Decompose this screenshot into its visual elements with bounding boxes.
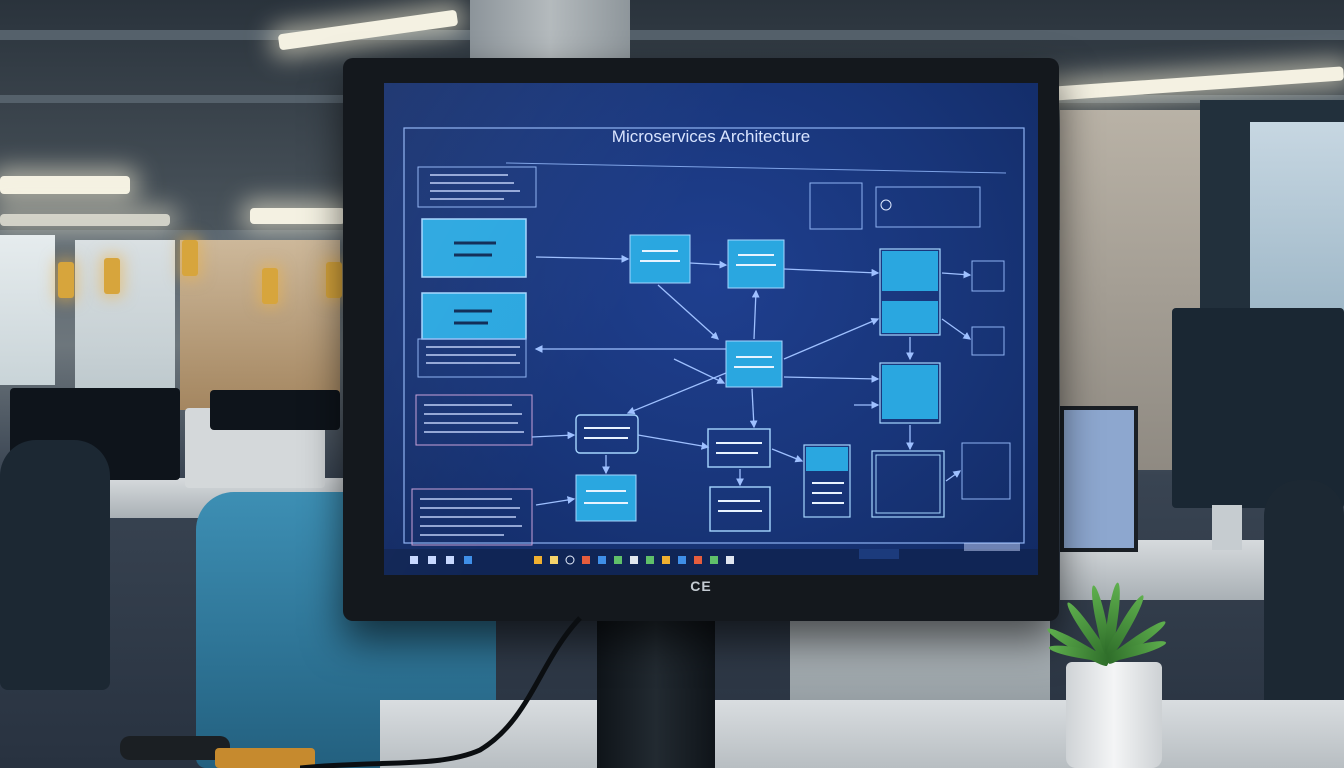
monitor-screen: Microservices Architecture xyxy=(384,83,1038,575)
ceiling-light xyxy=(0,176,130,194)
foreground-desk xyxy=(380,700,1344,768)
ceiling-beam xyxy=(0,30,1344,40)
folder-icon xyxy=(550,556,558,564)
pendant-lamp xyxy=(182,240,198,276)
service-node xyxy=(575,414,639,454)
frame-divider xyxy=(505,162,1007,174)
diagram-frame xyxy=(403,127,1025,544)
service-node xyxy=(629,234,691,284)
service-box xyxy=(421,292,527,340)
window xyxy=(0,235,55,385)
app-icon xyxy=(726,556,734,564)
note-box xyxy=(971,326,1005,356)
pendant-lamp xyxy=(326,262,342,298)
service-node xyxy=(879,248,941,336)
notebook xyxy=(215,748,315,768)
app-icon xyxy=(410,556,418,564)
plant-pot xyxy=(1066,662,1162,768)
app-icon xyxy=(614,556,622,564)
pendant-lamp xyxy=(262,268,278,304)
app-icon xyxy=(662,556,670,564)
app-icon xyxy=(694,556,702,564)
office-chair xyxy=(0,440,110,690)
note-box xyxy=(411,488,533,546)
service-box xyxy=(421,218,527,278)
monitor-stand xyxy=(597,608,715,768)
app-icon xyxy=(646,556,654,564)
note-box xyxy=(415,394,533,446)
plant xyxy=(1044,581,1169,669)
architecture-diagram xyxy=(384,127,1038,575)
service-node xyxy=(575,474,637,522)
browser-icon xyxy=(582,556,590,564)
service-node xyxy=(879,362,941,424)
app-icon xyxy=(446,556,454,564)
note-box xyxy=(809,182,863,230)
note-box xyxy=(961,442,1011,500)
ceiling-light xyxy=(250,208,345,224)
phone-device xyxy=(120,736,230,760)
app-icon xyxy=(678,556,686,564)
diagram-title: Microservices Architecture xyxy=(611,127,811,146)
start-icon xyxy=(534,556,542,564)
pendant-lamp xyxy=(58,262,74,298)
note-box xyxy=(875,186,981,228)
monitor-stand xyxy=(1212,505,1242,550)
service-node xyxy=(871,450,945,518)
mail-icon xyxy=(598,556,606,564)
left-note-block xyxy=(417,166,537,208)
app-icon xyxy=(428,556,436,564)
monitor-brand-logo: CE xyxy=(690,578,712,594)
service-node xyxy=(727,239,785,289)
service-node xyxy=(725,340,783,388)
connector-lines xyxy=(531,254,972,506)
monitor-cable xyxy=(300,616,582,768)
service-node xyxy=(709,486,771,532)
service-node xyxy=(707,428,771,468)
app-icon xyxy=(710,556,718,564)
background-monitor xyxy=(1060,406,1138,552)
service-node xyxy=(803,444,851,518)
search-icon xyxy=(565,555,575,565)
app-icon xyxy=(464,556,472,564)
ceiling-light xyxy=(0,214,170,226)
window xyxy=(75,240,175,390)
back-wall xyxy=(180,240,340,410)
window xyxy=(1250,122,1344,312)
background-monitor xyxy=(1172,308,1344,508)
taskbar xyxy=(384,543,1038,575)
note-box xyxy=(971,260,1005,292)
note-box xyxy=(417,338,527,378)
app-icon xyxy=(630,556,638,564)
pendant-lamp xyxy=(104,258,120,294)
background-monitor xyxy=(210,390,340,430)
